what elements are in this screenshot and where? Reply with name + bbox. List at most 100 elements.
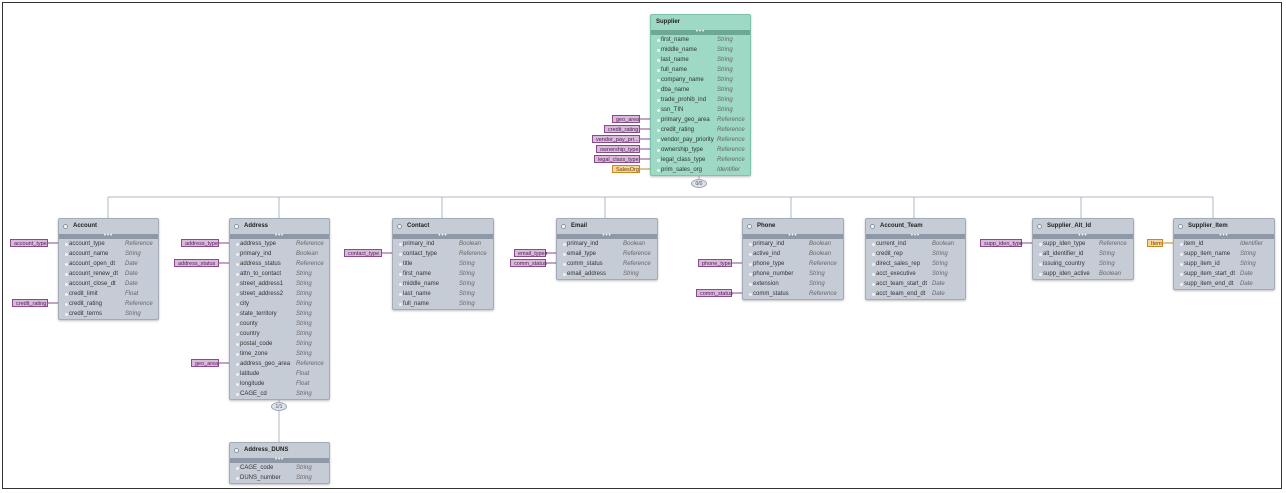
address-duns-relation-badge[interactable]: 1/1 [271, 402, 287, 411]
entity-header[interactable]: Address [230, 219, 329, 234]
entity-header[interactable]: Contact [393, 219, 493, 234]
reference-tag[interactable]: supp_iden_type [980, 239, 1023, 247]
entity-collapse-dot[interactable] [747, 224, 752, 229]
reference-tag[interactable]: ownership_type [596, 145, 640, 153]
reference-tag[interactable]: address_status [174, 259, 219, 267]
entity-collapse-dot[interactable] [63, 224, 68, 229]
entity-collapse-dot[interactable] [397, 224, 402, 229]
entity-menu-bar[interactable]: ••• [743, 233, 843, 239]
entity-menu-bar[interactable]: ••• [1174, 233, 1274, 239]
reference-tag[interactable]: vendor_pay_pri... [592, 135, 640, 143]
entity-menu-bar[interactable]: ••• [230, 233, 329, 239]
entity-collapse-dot[interactable] [870, 224, 875, 229]
reference-tag[interactable]: comm_status [510, 259, 547, 267]
reference-tag[interactable]: credit_rating [12, 299, 48, 307]
reference-tag[interactable]: geo_area [191, 359, 219, 367]
reference-tag[interactable]: account_type [10, 239, 48, 247]
entity-header[interactable]: Phone [743, 219, 843, 234]
entity-header[interactable]: Supplier_Alt_Id [1033, 219, 1133, 234]
entity-collapse-dot[interactable] [1037, 224, 1042, 229]
entity-header[interactable]: Email [557, 219, 657, 234]
reference-tag[interactable]: Item [1147, 239, 1163, 247]
entity-menu-bar[interactable]: ••• [59, 233, 158, 239]
entity-menu-bar[interactable]: ••• [651, 29, 750, 35]
entity-header[interactable]: Address_DUNS [230, 443, 329, 458]
entity-header[interactable]: Account [59, 219, 158, 234]
reference-tag[interactable]: address_type [181, 239, 219, 247]
reference-tag[interactable]: contact_type [344, 249, 382, 257]
reference-tag[interactable]: geo_area [612, 115, 640, 123]
entity-collapse-dot[interactable] [234, 448, 239, 453]
root-relation-badge[interactable]: 0/0 [691, 179, 707, 188]
entity-menu-bar[interactable]: ••• [230, 457, 329, 463]
entity-collapse-dot[interactable] [234, 224, 239, 229]
reference-tag[interactable]: email_types [514, 249, 547, 257]
entity-collapse-dot[interactable] [561, 224, 566, 229]
reference-tag[interactable]: legal_class_type [594, 155, 640, 163]
reference-tag[interactable]: credit_rating [604, 125, 640, 133]
